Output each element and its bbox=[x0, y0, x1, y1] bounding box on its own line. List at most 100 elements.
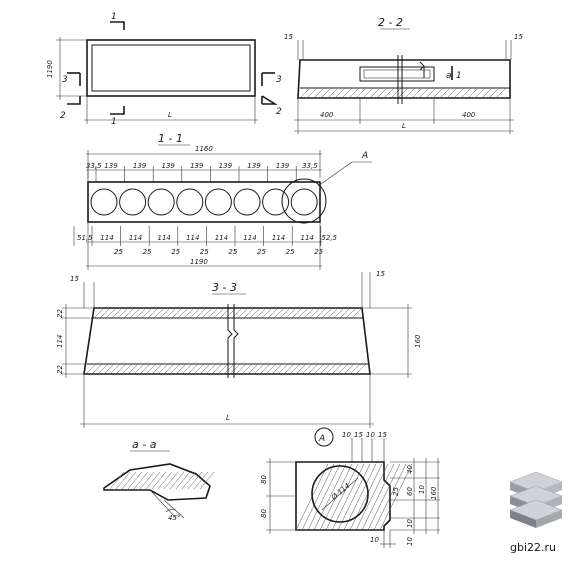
section-3-3: 3 - 3 15 15 22 114 22 160 L bbox=[56, 270, 422, 428]
section-a-a-angle: 45° bbox=[168, 514, 180, 522]
top-dim-label: 139 bbox=[104, 162, 118, 170]
top-dim-label: 33,5 bbox=[86, 162, 102, 170]
cut-label-2-left: 2 bbox=[60, 111, 66, 121]
detail-A-diam: Ø 114 bbox=[329, 482, 351, 502]
section-2-2-detail-num: 1 bbox=[456, 71, 462, 81]
top-dim-label: 139 bbox=[133, 162, 147, 170]
bottom-dim-label: 114 bbox=[129, 234, 142, 242]
section-a-a-title: a - a bbox=[132, 438, 157, 451]
section-2-2-dim-400-right: 400 bbox=[462, 111, 476, 119]
cut-label-3-left: 3 bbox=[62, 75, 68, 85]
watermark-text: gbi22.ru bbox=[510, 541, 556, 554]
detail-A-top-dim-3: 15 bbox=[378, 431, 387, 439]
bottom-dim-label: 52,5 bbox=[321, 234, 337, 242]
plan-dim-height: 1190 bbox=[46, 60, 54, 78]
section-2-2-title: 2 - 2 bbox=[378, 16, 403, 29]
section-3-3-dim-22-bottom: 22 bbox=[56, 365, 64, 374]
section-2-2-dim-15-right: 15 bbox=[514, 33, 523, 41]
section-2-2-dim-L: L bbox=[402, 122, 406, 130]
detail-A-outline bbox=[295, 461, 391, 531]
section-a-a-hatch bbox=[109, 471, 215, 490]
bottom-dim-label: 51,5 bbox=[77, 234, 93, 242]
section-a-a-profile bbox=[103, 463, 211, 501]
section-1-1-title: 1 - 1 bbox=[158, 132, 183, 145]
section-3-3-dim-22-top: 22 bbox=[56, 309, 64, 318]
detail-A-right-dim-0: 40 bbox=[406, 465, 414, 474]
rib-dim-label: 25 bbox=[257, 248, 266, 256]
rib-dim-label: 25 bbox=[143, 248, 152, 256]
section-2-2-detail: a bbox=[446, 71, 452, 81]
cut-label-2-right: 2 bbox=[276, 107, 282, 117]
cut-label-3-right: 3 bbox=[276, 75, 282, 85]
section-1-1-body bbox=[87, 181, 321, 223]
hollow-core bbox=[262, 188, 290, 216]
detail-A-right-dim-1: 60 bbox=[406, 487, 414, 496]
detail-A: A Ø 114 10 15 10 15 80 80 40 60 25 160 bbox=[260, 427, 440, 548]
detail-A-bottom-dim-0: 10 bbox=[370, 536, 379, 544]
top-dim-label: 139 bbox=[276, 162, 290, 170]
detail-A-right-dim-2: 25 bbox=[392, 487, 400, 496]
detail-A-right-dim-5: 10 bbox=[406, 519, 414, 528]
section-2-2-hatch bbox=[299, 87, 507, 99]
rib-dim-label: 25 bbox=[314, 248, 323, 256]
top-dim-label: 139 bbox=[219, 162, 233, 170]
detail-A-top-dim-1: 15 bbox=[354, 431, 363, 439]
bottom-dim-label: 114 bbox=[272, 234, 285, 242]
rib-dim-label: 25 bbox=[114, 248, 123, 256]
cut-label-1-top: 1 bbox=[111, 12, 117, 22]
section-a-a: a - a 45° bbox=[103, 438, 215, 522]
section-1-1-hollows bbox=[90, 188, 318, 216]
bottom-dim-label: 114 bbox=[186, 234, 199, 242]
hollow-core bbox=[233, 188, 261, 216]
section-3-3-dim-15-left: 15 bbox=[70, 275, 79, 283]
plan-inner bbox=[91, 44, 251, 92]
rib-dim-label: 25 bbox=[171, 248, 180, 256]
detail-A-bottom-dim-1: 10 bbox=[406, 537, 414, 546]
detail-A-top-dim-2: 10 bbox=[366, 431, 375, 439]
detail-A-left-dim-0: 80 bbox=[260, 475, 268, 484]
section-1-1-bottom-total: 1190 bbox=[190, 258, 208, 266]
section-3-3-dim-15-right: 15 bbox=[376, 270, 385, 278]
section-1-1-top-total: 1160 bbox=[195, 145, 213, 153]
detail-A-hatch bbox=[295, 463, 413, 531]
detail-A-callout bbox=[281, 178, 327, 224]
section-1-1-rib-dims: 25 25 25 25 25 25 25 25 bbox=[114, 248, 324, 256]
section-3-3-dim-160: 160 bbox=[414, 334, 422, 348]
cut-label-1-bottom: 1 bbox=[111, 117, 117, 127]
top-dim-label: 139 bbox=[190, 162, 204, 170]
section-3-3-hatch bbox=[85, 307, 367, 375]
detail-A-hollow bbox=[311, 465, 369, 523]
section-2-2-dim-400-left: 400 bbox=[320, 111, 334, 119]
hollow-core bbox=[290, 188, 318, 216]
hollow-core bbox=[119, 188, 147, 216]
bottom-dim-label: 114 bbox=[158, 234, 171, 242]
rib-dim-label: 25 bbox=[286, 248, 295, 256]
section-1-1-detail-ref: A bbox=[361, 151, 368, 161]
detail-A-right-dim-3: 160 bbox=[430, 486, 438, 500]
hollow-core bbox=[176, 188, 204, 216]
detail-A-top-dim-0: 10 bbox=[342, 431, 351, 439]
rib-dim-label: 25 bbox=[228, 248, 237, 256]
plan-view: 1190 L 1 1 3 3 2 2 bbox=[46, 12, 282, 127]
bottom-dim-label: 114 bbox=[100, 234, 113, 242]
plan-dim-length: L bbox=[168, 111, 172, 119]
section-2-2: 2 - 2 a 1 15 15 400 400 L bbox=[284, 16, 523, 134]
bottom-dim-label: 114 bbox=[243, 234, 256, 242]
section-3-3-title: 3 - 3 bbox=[212, 281, 237, 294]
detail-A-right-dim-4: 10 bbox=[418, 485, 426, 494]
rib-dim-label: 25 bbox=[200, 248, 209, 256]
section-2-2-dim-15-left: 15 bbox=[284, 33, 293, 41]
plan-outline bbox=[86, 39, 256, 97]
watermark-logo bbox=[509, 471, 563, 528]
bottom-dim-label: 114 bbox=[301, 234, 314, 242]
section-3-3-dim-114: 114 bbox=[56, 335, 64, 348]
section-2-2-window bbox=[359, 66, 435, 82]
top-dim-label: 139 bbox=[247, 162, 261, 170]
top-dim-label: 139 bbox=[162, 162, 176, 170]
top-dim-label: 33,5 bbox=[302, 162, 318, 170]
detail-A-left-dim-1: 80 bbox=[260, 509, 268, 518]
